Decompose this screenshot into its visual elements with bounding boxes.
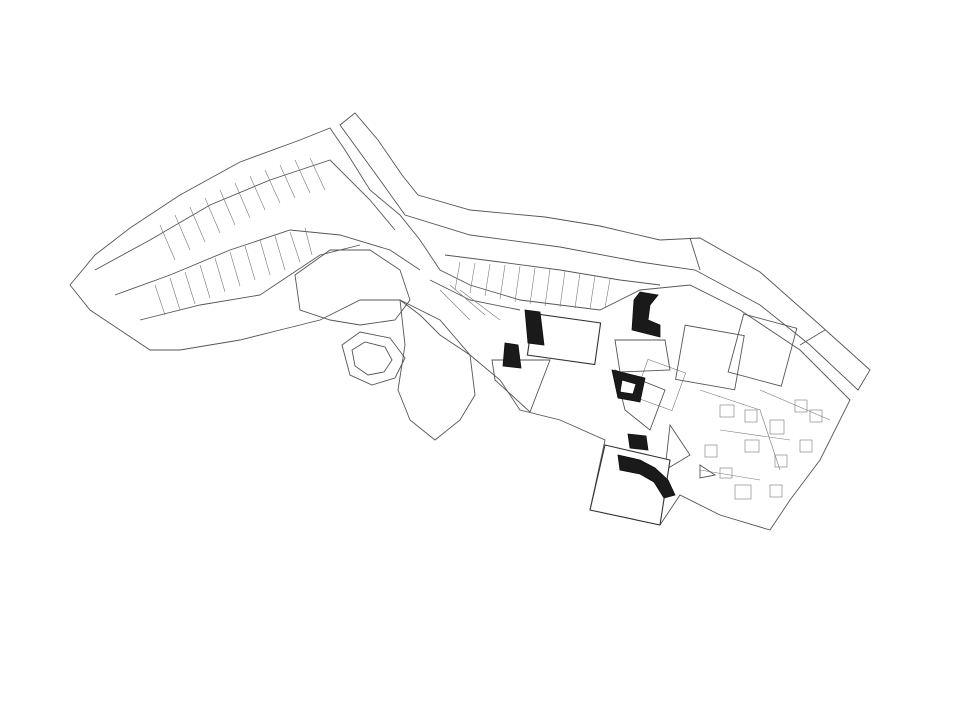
plot-west [491,359,551,413]
river-crossing-2 [799,329,826,346]
highlighted-buildings [502,291,676,499]
building-4 [611,369,646,403]
building-1 [524,309,545,346]
courtyard-block [675,324,745,391]
building-6 [617,454,676,499]
church-block [614,339,671,373]
river-crossing [689,237,701,271]
castle [341,331,406,386]
building-3 [631,291,661,338]
building-5 [627,433,649,451]
castle-hill [397,299,476,441]
building-2 [502,342,522,369]
town-parcels [94,157,831,500]
central-square [294,249,411,326]
town-outline [69,127,851,531]
courtyard-block-east [727,313,798,387]
river [339,112,871,391]
